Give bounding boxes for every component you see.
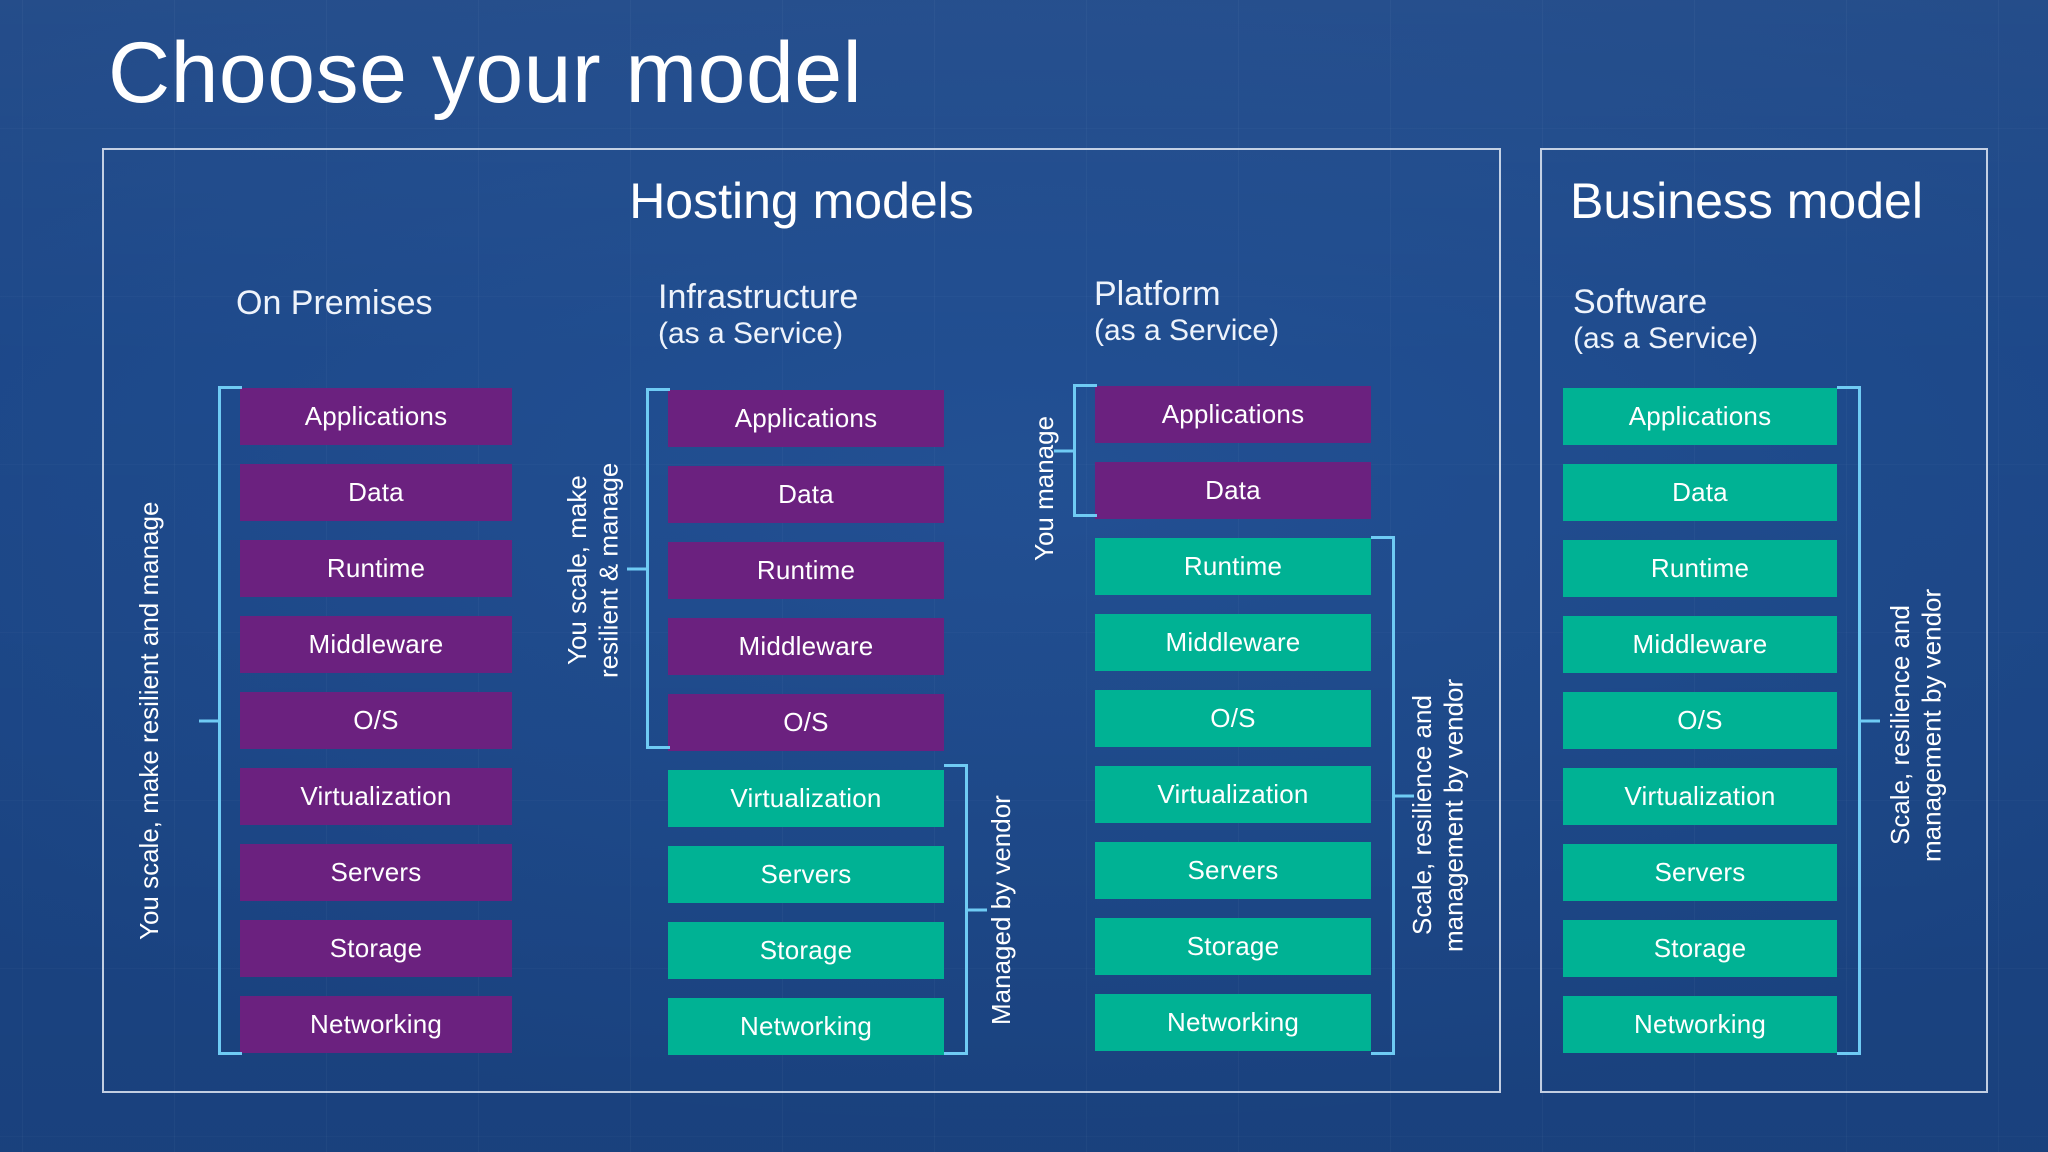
bracket-platform-you-manage <box>1054 384 1097 517</box>
layer-os[interactable]: O/S <box>1095 690 1371 747</box>
business-model-panel: Business model <box>1540 148 1988 1093</box>
layer-servers[interactable]: Servers <box>240 844 512 901</box>
column-title-sub: (as a Service) <box>1573 322 1759 356</box>
layer-data[interactable]: Data <box>1095 462 1371 519</box>
caption-on-premises-left: You scale, make resilient and manage <box>134 501 164 941</box>
caption-infrastructure-right: Managed by vendor <box>986 795 1016 1025</box>
bracket-platform-vendor <box>1371 536 1414 1055</box>
layer-storage[interactable]: Storage <box>1563 920 1837 977</box>
column-title-main: Software <box>1573 283 1708 321</box>
layer-data[interactable]: Data <box>1563 464 1837 521</box>
layer-virtualization[interactable]: Virtualization <box>668 770 944 827</box>
column-title-main: Platform <box>1094 275 1221 313</box>
layer-middleware[interactable]: Middleware <box>668 618 944 675</box>
layer-stack-platform: Applications Data Runtime Middleware O/S… <box>1095 386 1371 1051</box>
bracket-nub <box>965 908 987 911</box>
page-title: Choose your model <box>108 25 863 121</box>
caption-software-right: Scale, resilience and management by vend… <box>1885 588 1947 862</box>
column-title-infrastructure: Infrastructure (as a Service) <box>658 278 858 352</box>
layer-middleware[interactable]: Middleware <box>240 616 512 673</box>
column-title-software: Software (as a Service) <box>1573 283 1758 357</box>
hosting-models-title: Hosting models <box>629 173 974 229</box>
layer-storage[interactable]: Storage <box>668 922 944 979</box>
bracket-nub <box>199 719 221 722</box>
caption-platform-left: You manage <box>1029 415 1059 561</box>
layer-stack-on-premises: Applications Data Runtime Middleware O/S… <box>240 388 512 1053</box>
layer-networking[interactable]: Networking <box>668 998 944 1055</box>
layer-storage[interactable]: Storage <box>1095 918 1371 975</box>
layer-storage[interactable]: Storage <box>240 920 512 977</box>
layer-virtualization[interactable]: Virtualization <box>1563 768 1837 825</box>
caption-infrastructure-left: You scale, make resilient & manage <box>562 462 624 678</box>
column-title-on-premises: On Premises <box>236 284 433 322</box>
layer-runtime[interactable]: Runtime <box>1563 540 1837 597</box>
layer-os[interactable]: O/S <box>668 694 944 751</box>
layer-applications[interactable]: Applications <box>1095 386 1371 443</box>
layer-virtualization[interactable]: Virtualization <box>1095 766 1371 823</box>
bracket-nub <box>1858 719 1880 722</box>
bracket-infrastructure-you-manage <box>627 388 670 749</box>
bracket-on-premises-you-manage <box>199 386 242 1055</box>
layer-servers[interactable]: Servers <box>668 846 944 903</box>
bracket-software-vendor <box>1837 386 1880 1055</box>
layer-stack-infrastructure: Applications Data Runtime Middleware O/S… <box>668 390 944 1055</box>
layer-os[interactable]: O/S <box>1563 692 1837 749</box>
layer-runtime[interactable]: Runtime <box>240 540 512 597</box>
layer-applications[interactable]: Applications <box>1563 388 1837 445</box>
column-title-sub: (as a Service) <box>658 317 844 351</box>
layer-runtime[interactable]: Runtime <box>668 542 944 599</box>
layer-data[interactable]: Data <box>240 464 512 521</box>
column-title-platform: Platform (as a Service) <box>1094 275 1279 349</box>
layer-servers[interactable]: Servers <box>1563 844 1837 901</box>
layer-runtime[interactable]: Runtime <box>1095 538 1371 595</box>
business-model-title: Business model <box>1570 173 1923 229</box>
layer-data[interactable]: Data <box>668 466 944 523</box>
layer-os[interactable]: O/S <box>240 692 512 749</box>
layer-networking[interactable]: Networking <box>1563 996 1837 1053</box>
layer-middleware[interactable]: Middleware <box>1563 616 1837 673</box>
bracket-nub <box>1392 794 1414 797</box>
hosting-models-panel: Hosting models <box>102 148 1501 1093</box>
layer-networking[interactable]: Networking <box>1095 994 1371 1051</box>
bracket-infrastructure-managed-by-vendor <box>944 764 987 1055</box>
column-title-main: Infrastructure <box>658 278 859 316</box>
layer-virtualization[interactable]: Virtualization <box>240 768 512 825</box>
layer-applications[interactable]: Applications <box>668 390 944 447</box>
layer-servers[interactable]: Servers <box>1095 842 1371 899</box>
caption-platform-right: Scale, resilience and management by vend… <box>1407 678 1469 952</box>
layer-networking[interactable]: Networking <box>240 996 512 1053</box>
column-title-sub: (as a Service) <box>1094 314 1280 348</box>
bracket-nub <box>627 567 649 570</box>
layer-middleware[interactable]: Middleware <box>1095 614 1371 671</box>
bracket-nub <box>1054 449 1076 452</box>
layer-stack-software: Applications Data Runtime Middleware O/S… <box>1563 388 1837 1053</box>
layer-applications[interactable]: Applications <box>240 388 512 445</box>
